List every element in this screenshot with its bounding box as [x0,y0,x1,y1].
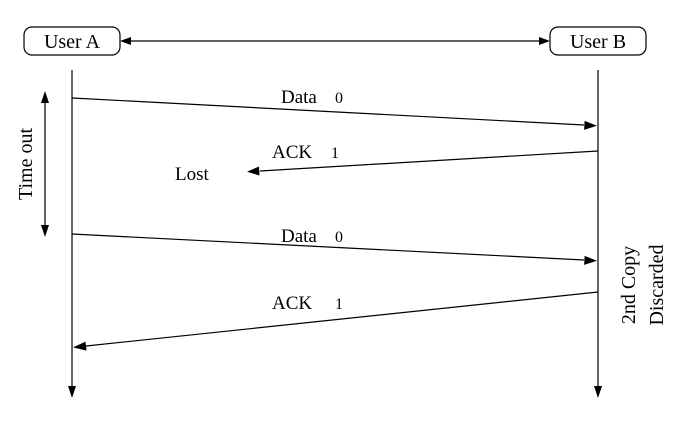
lifeline-user-b [594,70,602,398]
lifeline-user-a [68,70,76,398]
message-ack-1-seq: 1 [331,145,339,162]
discard-label-line1: 2nd Copy [618,246,640,324]
message-ack-2-seq: 1 [335,296,343,313]
lifeline-b-arrow-icon [594,386,602,398]
actor-user-a-label: User A [44,31,101,53]
lost-label: Lost [175,164,210,185]
message-data-2-arrowhead-icon [584,255,597,265]
lifeline-a-arrow-icon [68,386,76,398]
message-data-2-seq: 0 [335,229,343,246]
actor-user-b: User B [549,26,647,56]
message-ack-1-arrowhead-icon [247,166,260,176]
message-ack-2-arrowhead-icon [73,341,87,351]
actor-user-b-label: User B [570,31,626,53]
message-data-2-label: Data [281,226,317,247]
actor-connection-arrow [120,37,550,45]
timeout-down-arrow-icon [41,225,49,237]
message-ack-1-lost: ACK 1 Lost [175,142,599,185]
arrowhead-left-icon [120,37,131,45]
timeout-label: Time out [15,128,37,201]
message-data-1: Data 0 [71,87,597,130]
message-data-1-seq: 0 [335,90,343,107]
discard-label-line2: Discarded [646,244,668,325]
message-ack-2: ACK 1 [73,291,599,351]
message-data-1-label: Data [281,87,317,108]
message-data-2: Data 0 [71,226,597,265]
timeout-bracket [41,91,49,237]
message-data-1-arrowhead-icon [584,120,597,130]
message-ack-1-label: ACK [272,142,312,163]
timeout-up-arrow-icon [41,91,49,103]
message-ack-2-label: ACK [272,293,312,314]
arrowhead-right-icon [539,37,550,45]
actor-user-a: User A [23,26,121,56]
